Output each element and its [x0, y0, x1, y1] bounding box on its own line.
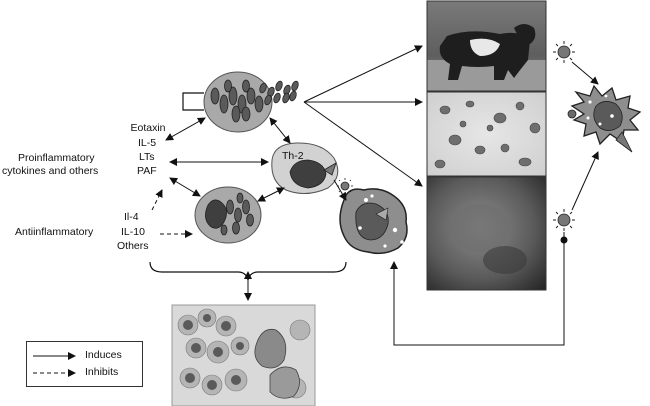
- legend-inhibits-label: Inhibits: [85, 366, 118, 378]
- mediator-star-small: [337, 178, 353, 194]
- inhibit-arrows: [152, 190, 192, 234]
- self-renewal-bracket: [183, 93, 204, 110]
- label-il4: Il-4: [124, 211, 139, 224]
- label-paf: PAF: [137, 165, 157, 178]
- label-il5: IL-5: [138, 137, 156, 150]
- label-il10: IL-10: [121, 226, 145, 239]
- degranulating-eosinophil: [568, 86, 640, 152]
- label-cytokines-and-others: cytokines and others: [2, 165, 98, 178]
- label-th2: Th-2: [282, 150, 304, 163]
- mediator-star-upper: [553, 41, 575, 63]
- dog-photo: [427, 1, 546, 91]
- label-lts: LTs: [139, 151, 155, 164]
- label-eotaxin: Eotaxin: [124, 122, 172, 135]
- loop-start-dot: [561, 237, 568, 244]
- eosinophil-middle: [195, 187, 261, 243]
- endoscopy-photo: [427, 177, 546, 290]
- label-antiinflammatory: Antiinflammatory: [15, 226, 93, 239]
- label-proinflammatory: Proinflammatory: [18, 152, 94, 165]
- legend: Induces Inhibits: [26, 341, 143, 387]
- smear-photo: [427, 92, 546, 176]
- activated-eosinophil: [340, 189, 407, 253]
- label-others: Others: [117, 240, 149, 253]
- cytology-photo: [172, 305, 315, 406]
- eosinophil-top: [204, 72, 272, 132]
- legend-induces-label: Induces: [85, 349, 122, 361]
- mediator-star-lower: [553, 209, 575, 231]
